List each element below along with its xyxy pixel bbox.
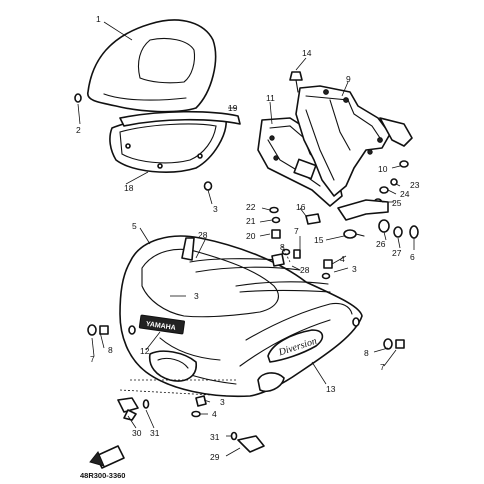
frame-rods bbox=[181, 237, 331, 293]
stay-assembly bbox=[295, 85, 413, 197]
callout-28: 28 bbox=[198, 230, 208, 240]
callout-1: 1 bbox=[96, 14, 101, 24]
callout-23: 23 bbox=[410, 180, 420, 190]
callout-25: 25 bbox=[392, 198, 402, 208]
decal-label: YAMAHA bbox=[145, 321, 176, 332]
callout-10: 10 bbox=[378, 164, 388, 174]
callout-7: 7 bbox=[90, 354, 95, 364]
callout-labels: 1 2 3 3 3 3 4 4 5 6 7 7 7 8 8 8 9 10 11 … bbox=[76, 14, 420, 462]
callout-7: 7 bbox=[294, 226, 299, 236]
callout-3: 3 bbox=[220, 397, 225, 407]
inner-panel bbox=[109, 115, 227, 173]
drawing-code: 48R300-3360 bbox=[80, 471, 125, 480]
callout-2: 2 bbox=[76, 125, 81, 135]
callout-31: 31 bbox=[210, 432, 220, 442]
callout-6: 6 bbox=[410, 252, 415, 262]
callout-4: 4 bbox=[340, 254, 345, 264]
callout-8: 8 bbox=[108, 345, 113, 355]
callout-14: 14 bbox=[302, 48, 312, 58]
callout-27: 27 bbox=[392, 248, 402, 258]
callout-22: 22 bbox=[246, 202, 256, 212]
callout-5: 5 bbox=[132, 221, 137, 231]
fasteners-20-22 bbox=[269, 206, 281, 239]
cover-strip bbox=[119, 110, 241, 127]
headlight-opening bbox=[148, 350, 197, 382]
callout-16: 16 bbox=[296, 202, 306, 212]
callout-11: 11 bbox=[266, 93, 275, 103]
callout-13: 13 bbox=[326, 384, 336, 394]
callout-28: 28 bbox=[300, 265, 310, 275]
callout-4: 4 bbox=[212, 409, 217, 419]
callout-24: 24 bbox=[400, 189, 410, 199]
callout-19: 19 bbox=[228, 103, 238, 113]
lower-grommet bbox=[257, 372, 285, 393]
callout-30: 30 bbox=[132, 428, 142, 438]
lower-parts bbox=[117, 395, 265, 453]
callout-20: 20 bbox=[246, 231, 256, 241]
callout-18: 18 bbox=[124, 183, 134, 193]
side-fasteners bbox=[87, 317, 405, 350]
callout-29: 29 bbox=[210, 452, 220, 462]
callout-3: 3 bbox=[352, 264, 357, 274]
callout-8: 8 bbox=[364, 348, 369, 358]
callout-7: 7 bbox=[380, 362, 385, 372]
callout-3: 3 bbox=[194, 291, 199, 301]
callout-9: 9 bbox=[346, 74, 351, 84]
top-fasteners bbox=[74, 93, 213, 191]
leader-lines bbox=[77, 21, 415, 457]
front-arrow-icon bbox=[89, 445, 125, 469]
callout-12: 12 bbox=[140, 346, 150, 356]
callout-15: 15 bbox=[314, 235, 324, 245]
yamaha-decal: YAMAHA bbox=[138, 314, 185, 335]
inner-fasteners bbox=[281, 248, 333, 280]
callout-26: 26 bbox=[376, 239, 386, 249]
bolt-14 bbox=[289, 71, 303, 93]
callout-21: 21 bbox=[246, 216, 256, 226]
callout-8: 8 bbox=[280, 242, 285, 252]
windscreen bbox=[87, 19, 217, 113]
callout-3: 3 bbox=[213, 204, 218, 214]
bolts-15-16 bbox=[305, 213, 365, 239]
callout-31: 31 bbox=[150, 428, 160, 438]
